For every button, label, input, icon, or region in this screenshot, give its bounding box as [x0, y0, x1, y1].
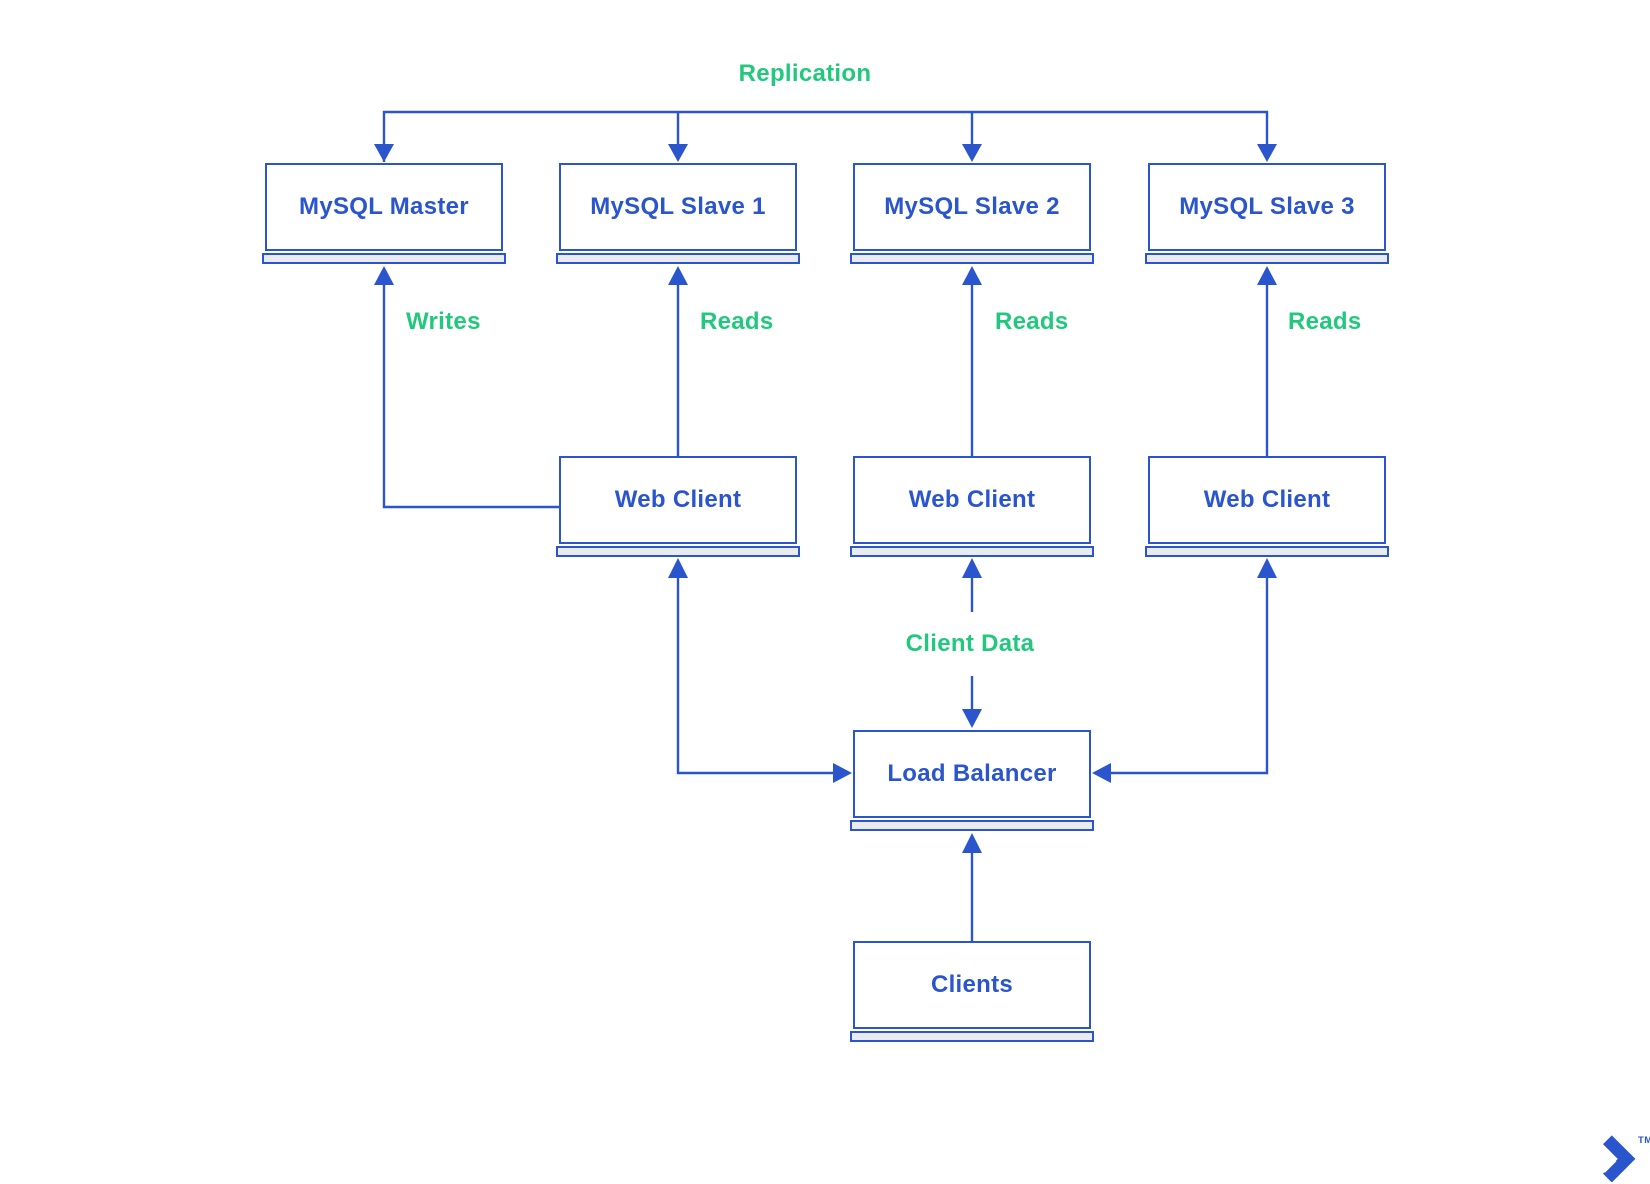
wire-writes	[382, 285, 560, 509]
node-clients: Clients	[850, 941, 1094, 1042]
arrowhead-into-slave3	[1257, 144, 1277, 162]
node-base-strip	[1145, 253, 1389, 264]
node-base-strip	[850, 546, 1094, 557]
node-label: Web Client	[614, 486, 742, 513]
arrowhead-reads3-up	[1257, 266, 1277, 285]
edge-label-client-data: Client Data	[905, 630, 1035, 657]
node-label: Load Balancer	[887, 760, 1057, 787]
node-box: MySQL Slave 3	[1148, 163, 1386, 251]
edge-label-reads-1: Reads	[700, 308, 774, 335]
arrowhead-reads1-up	[668, 266, 688, 285]
arrowhead-into-wc3	[1257, 558, 1277, 578]
arrowhead-into-lb-right	[1092, 763, 1111, 783]
node-box: MySQL Master	[265, 163, 503, 251]
arrowhead-into-master	[374, 144, 394, 162]
edge-label-writes: Writes	[406, 308, 481, 335]
node-box: MySQL Slave 1	[559, 163, 797, 251]
node-label: Web Client	[908, 486, 1036, 513]
node-mysql-slave-3: MySQL Slave 3	[1145, 163, 1389, 264]
wire-wc3-lb	[1111, 578, 1269, 775]
node-label: MySQL Slave 1	[590, 193, 766, 220]
edge-label-reads-2: Reads	[995, 308, 1069, 335]
node-box: Load Balancer	[853, 730, 1091, 818]
node-base-strip	[556, 546, 800, 557]
node-base-strip	[850, 1031, 1094, 1042]
edge-label-reads-3: Reads	[1288, 308, 1362, 335]
node-mysql-slave-2: MySQL Slave 2	[850, 163, 1094, 264]
arrowhead-reads2-up	[962, 266, 982, 285]
node-base-strip	[850, 820, 1094, 831]
node-base-strip	[1145, 546, 1389, 557]
node-load-balancer: Load Balancer	[850, 730, 1094, 831]
wire-replication-bus	[382, 110, 1269, 162]
node-box: Web Client	[853, 456, 1091, 544]
edge-label-replication: Replication	[738, 60, 872, 87]
node-box: Web Client	[559, 456, 797, 544]
node-label: Web Client	[1203, 486, 1331, 513]
arrowhead-into-wc1	[668, 558, 688, 578]
node-box: MySQL Slave 2	[853, 163, 1091, 251]
brand-logo: TM	[1594, 1132, 1650, 1184]
node-mysql-slave-1: MySQL Slave 1	[556, 163, 800, 264]
node-label: MySQL Slave 3	[1179, 193, 1355, 220]
arrowhead-into-wc2	[962, 558, 982, 578]
node-web-client-2: Web Client	[850, 456, 1094, 557]
arrowhead-into-lb-bottom	[962, 833, 982, 853]
node-label: MySQL Slave 2	[884, 193, 1060, 220]
arrowhead-writes-up	[374, 266, 394, 285]
arrowhead-into-lb-top	[962, 709, 982, 728]
trademark-text: TM	[1638, 1135, 1650, 1146]
node-base-strip	[850, 253, 1094, 264]
arrowhead-into-lb-left	[833, 763, 852, 783]
node-base-strip	[262, 253, 506, 264]
node-web-client-1: Web Client	[556, 456, 800, 557]
node-label: MySQL Master	[299, 193, 469, 220]
node-base-strip	[556, 253, 800, 264]
arrowhead-into-slave2	[962, 144, 982, 162]
node-web-client-3: Web Client	[1145, 456, 1389, 557]
node-box: Clients	[853, 941, 1091, 1029]
toptal-logo-icon	[1602, 1135, 1636, 1183]
node-mysql-master: MySQL Master	[262, 163, 506, 264]
wire-wc1-lb	[676, 578, 833, 775]
arrowhead-into-slave1	[668, 144, 688, 162]
node-box: Web Client	[1148, 456, 1386, 544]
node-label: Clients	[930, 971, 1014, 998]
